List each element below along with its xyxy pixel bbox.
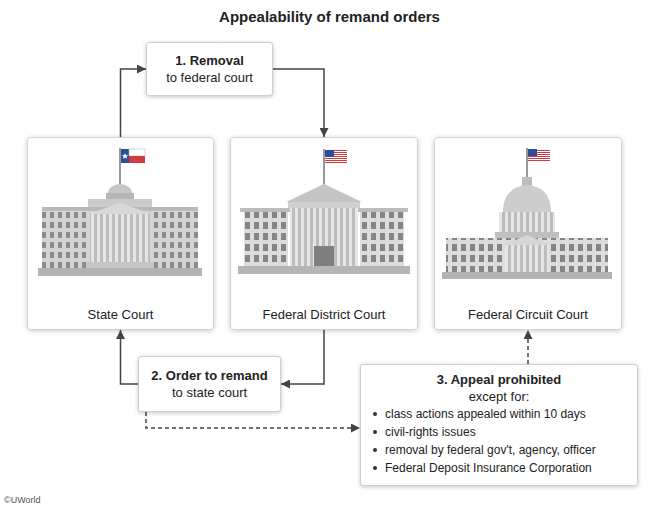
court-card: State Court [27,137,214,330]
process-box: 2. Order to remand to state court [138,356,281,412]
diagram-title: Appealability of remand orders [0,8,659,25]
process-box: 1. Removal to federal court [146,42,273,96]
box-heading: 3. Appeal prohibited [373,371,625,388]
flow-arrow [273,69,324,137]
flow-arrow [121,69,147,137]
box-text: except for: [373,388,625,405]
court-card: Federal Circuit Court [434,137,622,330]
bullet-row: civil-rights issues [373,423,625,441]
bullet-text: Federal Deposit Insurance Corporation [385,459,592,477]
bullet-row: Federal Deposit Insurance Corporation [373,459,625,477]
box-body-text: except for: [469,389,530,404]
box-heading: 2. Order to remand [151,367,267,384]
bullet-dot [373,430,377,434]
box-heading-text: Federal District Court [263,307,386,322]
federal-district-court-building [238,149,410,274]
box-text: to federal court [166,69,253,86]
state-court-building [38,148,202,276]
bullet-text: class actions appealed within 10 days [385,405,586,423]
bullet-row: removal by federal gov't, agency, office… [373,441,625,459]
box-text: to state court [172,384,247,401]
box-body-text: to federal court [166,70,253,85]
card-grounds [27,137,622,330]
box-heading-text: 3. Appeal prohibited [437,372,561,387]
bullet-text: civil-rights issues [385,423,476,441]
box-heading-text: 1. Removal [175,53,244,68]
box-heading: Federal District Court [263,306,386,323]
bullet-dot [373,448,377,452]
federal-circuit-court-building [442,148,612,279]
box-heading-text: Federal Circuit Court [468,307,588,322]
court-card: Federal District Court [230,137,418,330]
box-heading: Federal Circuit Court [468,306,588,323]
exception-box: 3. Appeal prohibited except for:class act… [360,364,638,486]
box-heading: 1. Removal [175,52,244,69]
box-body-text: to state court [172,385,247,400]
flow-arrow [281,330,324,384]
box-heading-text: State Court [88,307,154,322]
bullet-dot [373,412,377,416]
bullet-dot [373,466,377,470]
box-heading: State Court [88,306,154,323]
bullet-text: removal by federal gov't, agency, office… [385,441,596,459]
copyright-note: ©UWorld [4,495,40,505]
box-heading-text: 2. Order to remand [151,368,267,383]
dashed-arrow [146,412,360,428]
dashed-arrow [527,330,529,364]
flow-arrow [121,330,139,384]
bullet-row: class actions appealed within 10 days [373,405,625,423]
